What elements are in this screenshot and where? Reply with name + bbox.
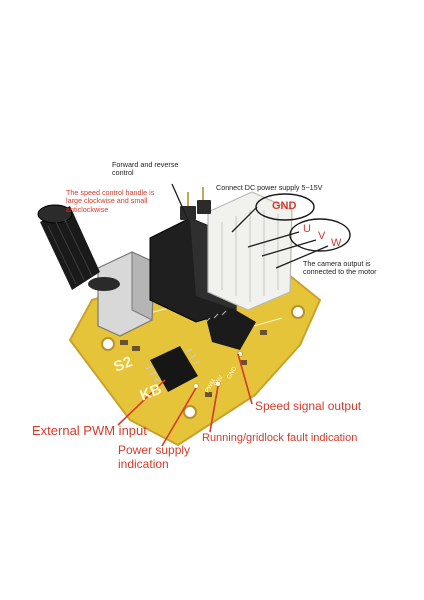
callout-line-gnd: [231, 206, 258, 233]
label-fault-indication: Running/gridlock fault indication: [202, 432, 358, 444]
label-w: W: [331, 237, 342, 249]
callout-line-w: [275, 245, 329, 269]
ic-chip-driver: [150, 346, 198, 392]
mount-hole: [183, 405, 197, 419]
uvw-highlight-ellipse: [289, 218, 351, 252]
label-gnd: GND: [272, 200, 297, 212]
mount-hole: [101, 337, 115, 351]
callout-line-forward-reverse: [171, 183, 189, 221]
callout-line-external-pwm: [117, 379, 166, 426]
callout-line-speed-signal: [237, 353, 253, 405]
label-v: V: [318, 230, 326, 242]
ic-chip-main: [206, 308, 256, 350]
label-connect-dc: Connect DC power supply 5~15V: [216, 183, 323, 192]
label-external-pwm: External PWM input: [32, 423, 147, 438]
speed-knob-top: [37, 204, 73, 224]
gnd-highlight-ellipse: [255, 193, 315, 221]
label-camera-output: The camera output is connected to the mo…: [303, 259, 377, 277]
label-speed-handle: The speed control handle is large clockw…: [66, 188, 155, 214]
pin-header: [180, 200, 211, 220]
callout-line-power: [161, 387, 197, 447]
speed-knob: [40, 206, 100, 290]
mount-hole: [291, 305, 305, 319]
label-power-supply: Power supply indication: [118, 443, 191, 471]
callout-line-v: [261, 239, 317, 257]
label-u: U: [303, 223, 311, 235]
label-forward-reverse: Forward and reverse control: [112, 160, 179, 178]
callout-line-fault: [209, 385, 219, 433]
label-speed-signal: Speed signal output: [255, 399, 362, 413]
